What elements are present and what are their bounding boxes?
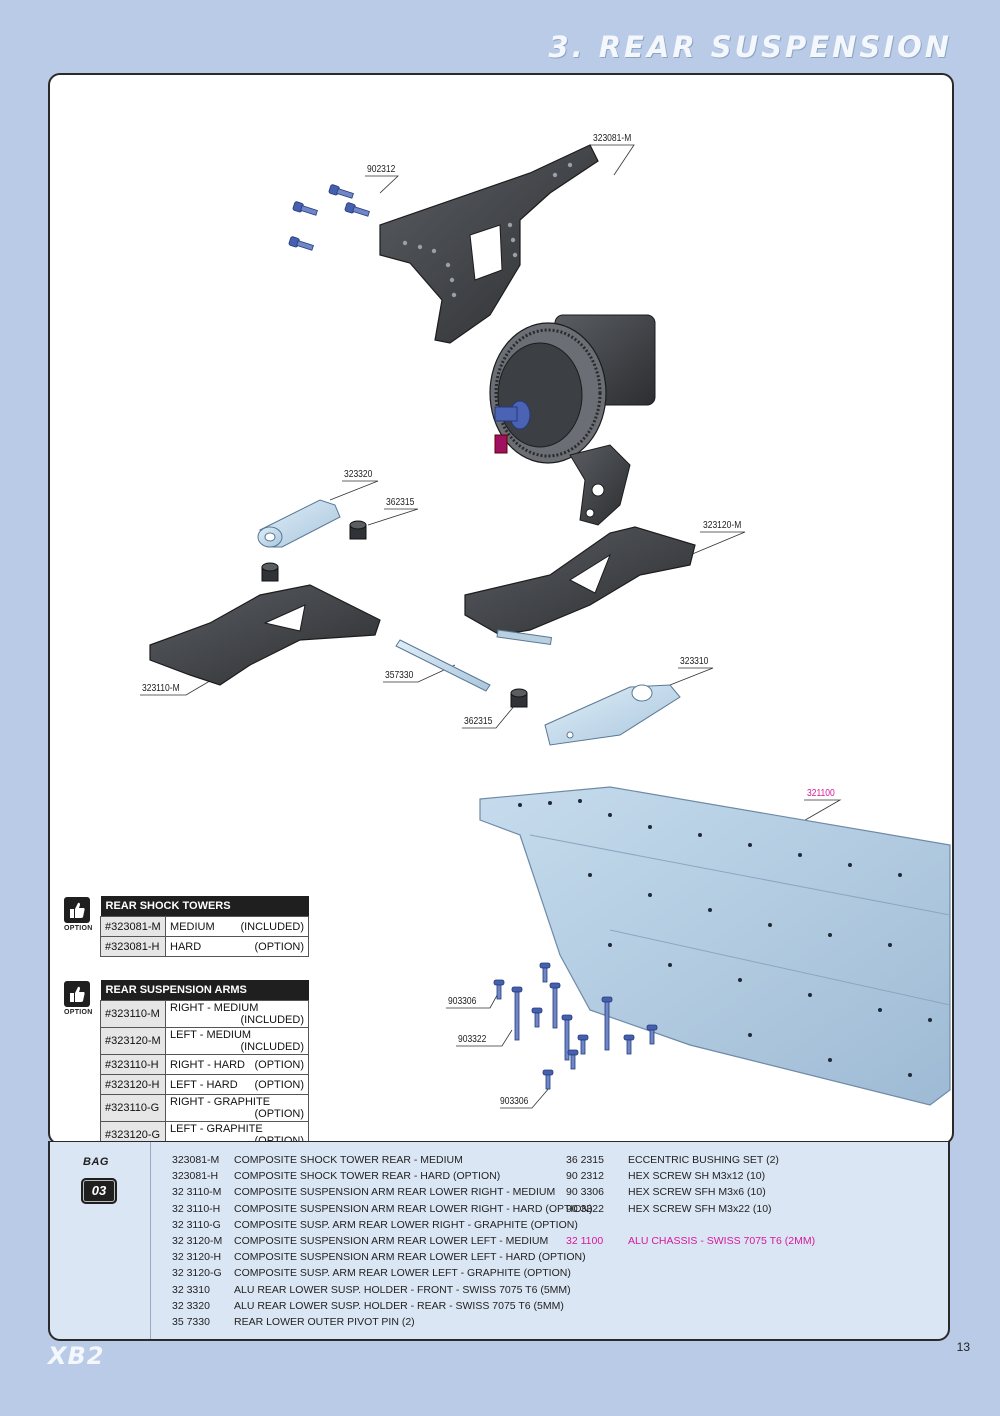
susp-arm-right bbox=[149, 584, 381, 686]
label-323310: 323310 bbox=[680, 656, 709, 667]
label-323110-m: 323110-M bbox=[142, 683, 180, 694]
bag-number-badge: 03 bbox=[81, 1178, 117, 1204]
table-row: #323081-M MEDIUM(INCLUDED) bbox=[100, 916, 309, 937]
screws-902312 bbox=[288, 184, 370, 251]
alu-chassis bbox=[479, 786, 951, 1106]
label-321100: 321100 bbox=[807, 788, 835, 799]
page-number: 13 bbox=[956, 1340, 970, 1354]
list-spacer bbox=[566, 1217, 815, 1233]
xb2-logo: XB2 bbox=[48, 1342, 105, 1370]
page-title: 3. REAR SUSPENSION bbox=[548, 30, 952, 64]
label-323320: 323320 bbox=[344, 469, 373, 480]
table-row: #323110-G RIGHT - GRAPHITE(OPTION) bbox=[100, 1094, 309, 1122]
label-903306-top: 903306 bbox=[448, 996, 477, 1007]
table-row: #323110-M RIGHT - MEDIUM(INCLUDED) bbox=[100, 1000, 309, 1028]
label-323120-m: 323120-M bbox=[703, 520, 742, 531]
shock-towers-table: REAR SHOCK TOWERS #323081-M MEDIUM(INCLU… bbox=[100, 896, 309, 957]
leader-lines bbox=[140, 144, 842, 1109]
label-357330: 357330 bbox=[385, 670, 414, 681]
label-362315-bottom: 362315 bbox=[464, 716, 493, 727]
pivot-pin bbox=[395, 639, 491, 692]
label-362315-top: 362315 bbox=[386, 497, 415, 508]
option-label: OPTION bbox=[64, 1009, 93, 1016]
bag-label: BAG bbox=[83, 1156, 109, 1168]
label-903306-bottom: 903306 bbox=[500, 1096, 529, 1107]
shock-towers-title: REAR SHOCK TOWERS bbox=[100, 896, 309, 917]
susp-arms-table: REAR SUSPENSION ARMS #323110-M RIGHT - M… bbox=[100, 980, 309, 1149]
table-row: #323120-H LEFT - HARD(OPTION) bbox=[100, 1074, 309, 1095]
exploded-diagram bbox=[140, 144, 951, 1109]
label-903322: 903322 bbox=[458, 1034, 487, 1045]
option-label: OPTION bbox=[64, 925, 93, 932]
spur-gear-assembly bbox=[489, 314, 656, 526]
label-323081-m: 323081-M bbox=[593, 133, 632, 144]
table-row: #323081-H HARD(OPTION) bbox=[100, 936, 309, 957]
label-902312: 902312 bbox=[367, 164, 396, 175]
shock-tower bbox=[379, 144, 599, 344]
rear-susp-holder-323310 bbox=[544, 684, 681, 746]
thumbs-up-icon bbox=[64, 981, 90, 1007]
thumbs-up-icon bbox=[64, 897, 90, 923]
susp-arms-title: REAR SUSPENSION ARMS bbox=[100, 980, 309, 1001]
eccentric-bushings bbox=[261, 520, 528, 708]
screws-chassis bbox=[493, 962, 658, 1090]
diagram-panel: 323081-M 902312 323320 362315 323120-M 3… bbox=[48, 73, 954, 1149]
table-row: #323110-H RIGHT - HARD(OPTION) bbox=[100, 1054, 309, 1075]
susp-arm-left bbox=[464, 526, 696, 646]
rear-susp-holder-323320 bbox=[257, 499, 341, 548]
table-row: #323120-M LEFT - MEDIUM(INCLUDED) bbox=[100, 1027, 309, 1055]
bag-indicator: BAG 03 bbox=[50, 1142, 151, 1339]
